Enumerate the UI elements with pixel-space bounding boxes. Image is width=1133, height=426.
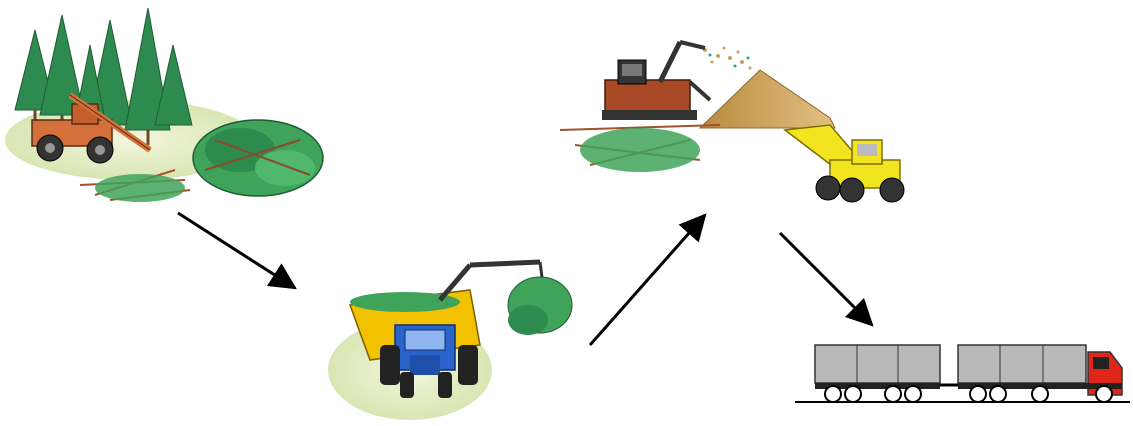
flow-arrow-chipping-to-terminal [590, 215, 705, 345]
terminal-chipper-loader-icon [560, 42, 904, 202]
flow-arrow-terminal-to-transport [780, 233, 872, 325]
tractor-chipper-icon [328, 262, 572, 420]
forest-forwarder-icon [5, 8, 323, 202]
truck-trailer-icon [795, 345, 1130, 402]
flow-arrow-harvest-to-chipping [178, 213, 295, 288]
